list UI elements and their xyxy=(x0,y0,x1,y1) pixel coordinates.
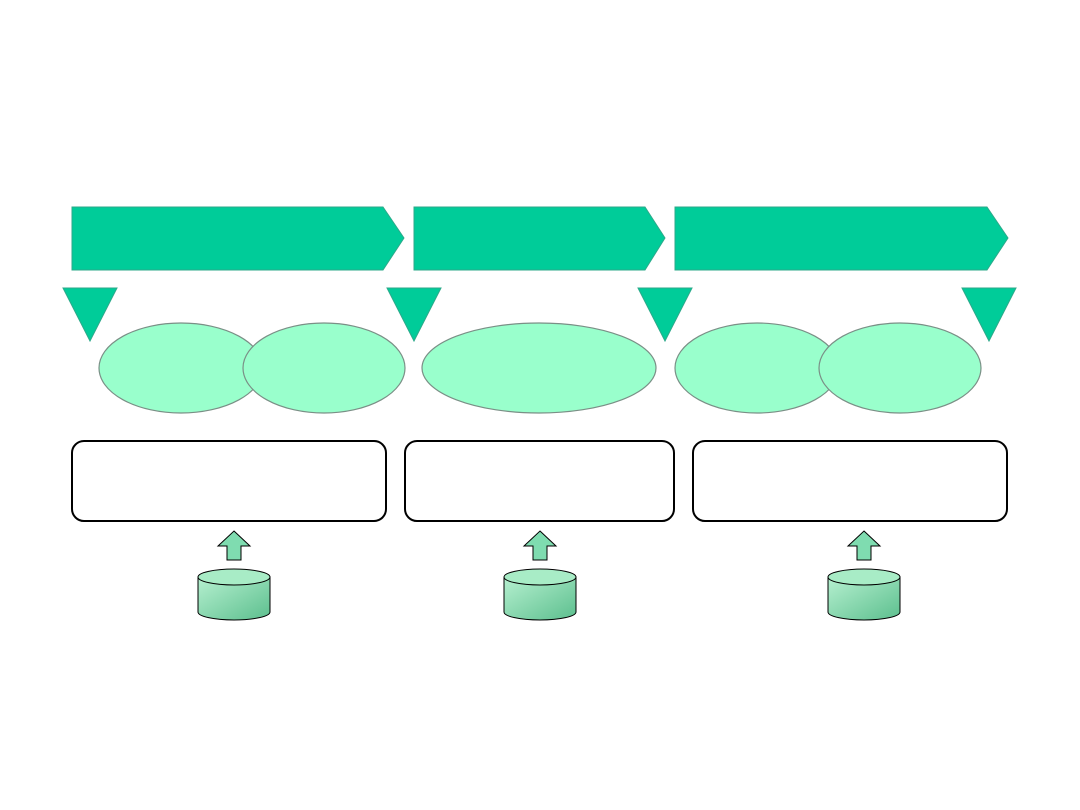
stage-3-chevron xyxy=(674,206,1009,271)
stage-1-text-box xyxy=(71,440,387,522)
stage-1-box-group xyxy=(71,440,387,522)
database-cylinder-icon xyxy=(197,568,271,621)
stage-2-ovals xyxy=(421,322,657,414)
database-cylinder-icon xyxy=(827,568,901,621)
stage-3-ovals xyxy=(674,322,982,414)
stage-3-oval-2 xyxy=(818,322,982,414)
triangle-down-marker-icon xyxy=(637,287,693,343)
stage-2-chevron xyxy=(413,206,666,271)
stage-3-oval-1 xyxy=(674,322,840,414)
stage-1-chevron-group xyxy=(71,206,405,271)
stage-2-text-box xyxy=(404,440,675,522)
up-arrow-icon xyxy=(846,530,882,561)
stage-1-ovals xyxy=(98,322,406,414)
stage-3-box-group xyxy=(692,440,1008,522)
stage-2-chevron-group xyxy=(413,206,666,271)
up-arrow-icon xyxy=(522,530,558,561)
triangle-down-marker-icon xyxy=(62,287,118,343)
stage-1-oval-2 xyxy=(242,322,406,414)
stage-2-box-group xyxy=(404,440,675,522)
stage-2-oval-1 xyxy=(421,322,657,414)
up-arrow-icon xyxy=(216,530,252,561)
stage-3-chevron-group xyxy=(674,206,1009,271)
stage-1-chevron xyxy=(71,206,405,271)
stage-3-text-box xyxy=(692,440,1008,522)
triangle-down-marker-icon xyxy=(961,287,1017,343)
triangle-down-marker-icon xyxy=(386,287,442,343)
database-cylinder-icon xyxy=(503,568,577,621)
stage-1-oval-1 xyxy=(98,322,264,414)
